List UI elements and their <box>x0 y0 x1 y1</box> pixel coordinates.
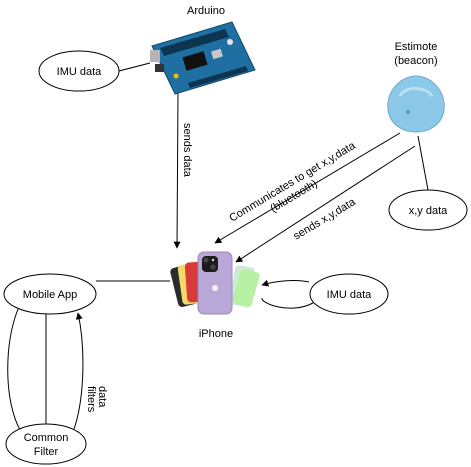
edge-filter-to-app <box>73 312 84 430</box>
edge-label-communicates: Communicates to get x,y,data (bluetooth) <box>227 139 358 224</box>
node-imu-data-left: IMU data <box>38 50 120 92</box>
svg-text:Mobile App: Mobile App <box>23 289 77 301</box>
node-estimote: Estimote (beacon) <box>387 41 445 133</box>
node-common-filter: Common Filter <box>5 423 87 465</box>
node-xy-data: x,y data <box>388 189 468 231</box>
node-iphone: iPhone <box>170 251 260 340</box>
svg-text:data: data <box>96 386 108 408</box>
svg-text:Estimote: Estimote <box>395 41 438 53</box>
svg-text:Filter: Filter <box>34 446 59 458</box>
edge-estimote-communicates <box>214 132 401 244</box>
estimote-beacon-icon <box>387 75 445 133</box>
svg-text:x,y data: x,y data <box>409 205 448 217</box>
edge-app-filter-left-curve <box>7 308 21 431</box>
node-mobile-app: Mobile App <box>3 273 97 315</box>
arduino-board-icon <box>150 21 256 95</box>
svg-text:(beacon): (beacon) <box>394 55 437 67</box>
svg-text:IMU data: IMU data <box>327 289 373 301</box>
edge-label-sends-data: sends data <box>181 123 193 178</box>
svg-text:iPhone: iPhone <box>199 328 233 340</box>
edge-estimote-to-xy <box>417 135 429 191</box>
node-imu-data-right: IMU data <box>309 273 389 315</box>
svg-text:Arduino: Arduino <box>187 5 225 17</box>
edge-imu-right-to-iphone <box>261 279 310 287</box>
iphone-icon <box>170 251 260 315</box>
edge-label-filters-data: filters data <box>85 386 108 413</box>
svg-text:filters: filters <box>85 386 97 413</box>
edge-imu-to-arduino <box>118 62 151 72</box>
edge-estimote-sends <box>235 145 416 263</box>
edge-arduino-to-iphone <box>173 91 181 249</box>
node-arduino: Arduino <box>150 5 256 95</box>
svg-text:Common: Common <box>24 432 69 444</box>
edge-imu-right-lower <box>261 297 314 309</box>
svg-text:IMU data: IMU data <box>57 66 103 78</box>
